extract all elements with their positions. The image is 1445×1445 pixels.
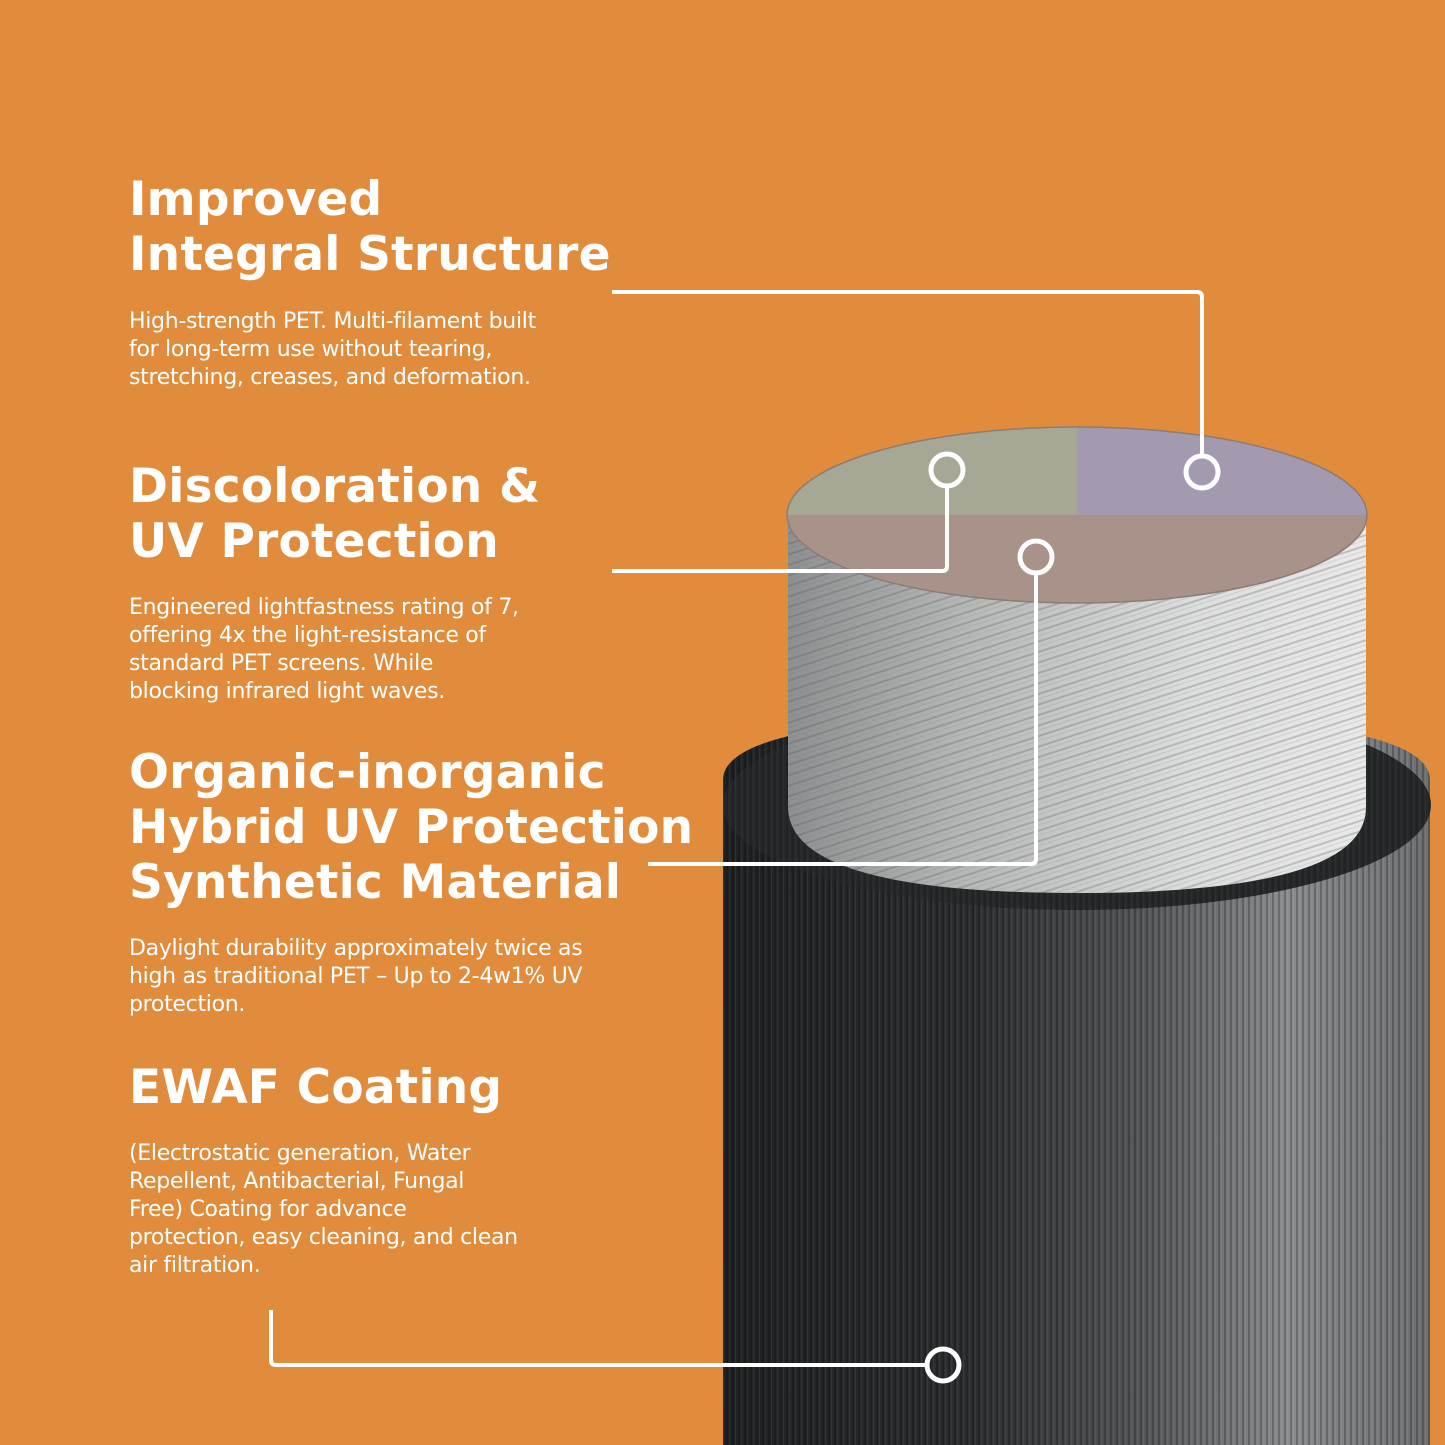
feature-title: EWAF Coating — [129, 1060, 503, 1115]
callout-marker-hybrid — [1017, 538, 1055, 576]
inner-filament-layer — [788, 515, 1366, 893]
feature-title: Improved Integral Structure — [129, 172, 611, 282]
callout-markers — [924, 451, 1221, 1384]
callout-lines — [269, 290, 1204, 1367]
feature-uv-protection: Discoloration & UV Protection Engineered… — [129, 459, 540, 706]
callout-line-coating — [269, 1310, 926, 1367]
callout-line-uv — [612, 486, 949, 573]
feature-ewaf-coating: EWAF Coating (Electrostatic generation, … — [129, 1060, 518, 1280]
feature-description: High-strength PET. Multi-filament built … — [129, 309, 536, 390]
feature-description: (Electrostatic generation, Water Repelle… — [129, 1141, 518, 1278]
feature-title: Discoloration & UV Protection — [129, 459, 541, 569]
callout-marker-structure — [1183, 453, 1221, 491]
callout-line-structure — [612, 290, 1204, 456]
feature-description: Engineered lightfastness rating of 7, of… — [129, 595, 519, 704]
callout-marker-uv — [928, 451, 966, 489]
feature-integral-structure: Improved Integral Structure High-strengt… — [129, 172, 611, 392]
feature-description: Daylight durability approximately twice … — [129, 936, 583, 1017]
feature-hybrid-material: Organic-inorganic Hybrid UV Protection S… — [129, 745, 693, 1019]
feature-title: Organic-inorganic Hybrid UV Protection S… — [129, 745, 694, 910]
callout-line-hybrid — [648, 573, 1038, 866]
callout-marker-coating — [924, 1346, 962, 1384]
